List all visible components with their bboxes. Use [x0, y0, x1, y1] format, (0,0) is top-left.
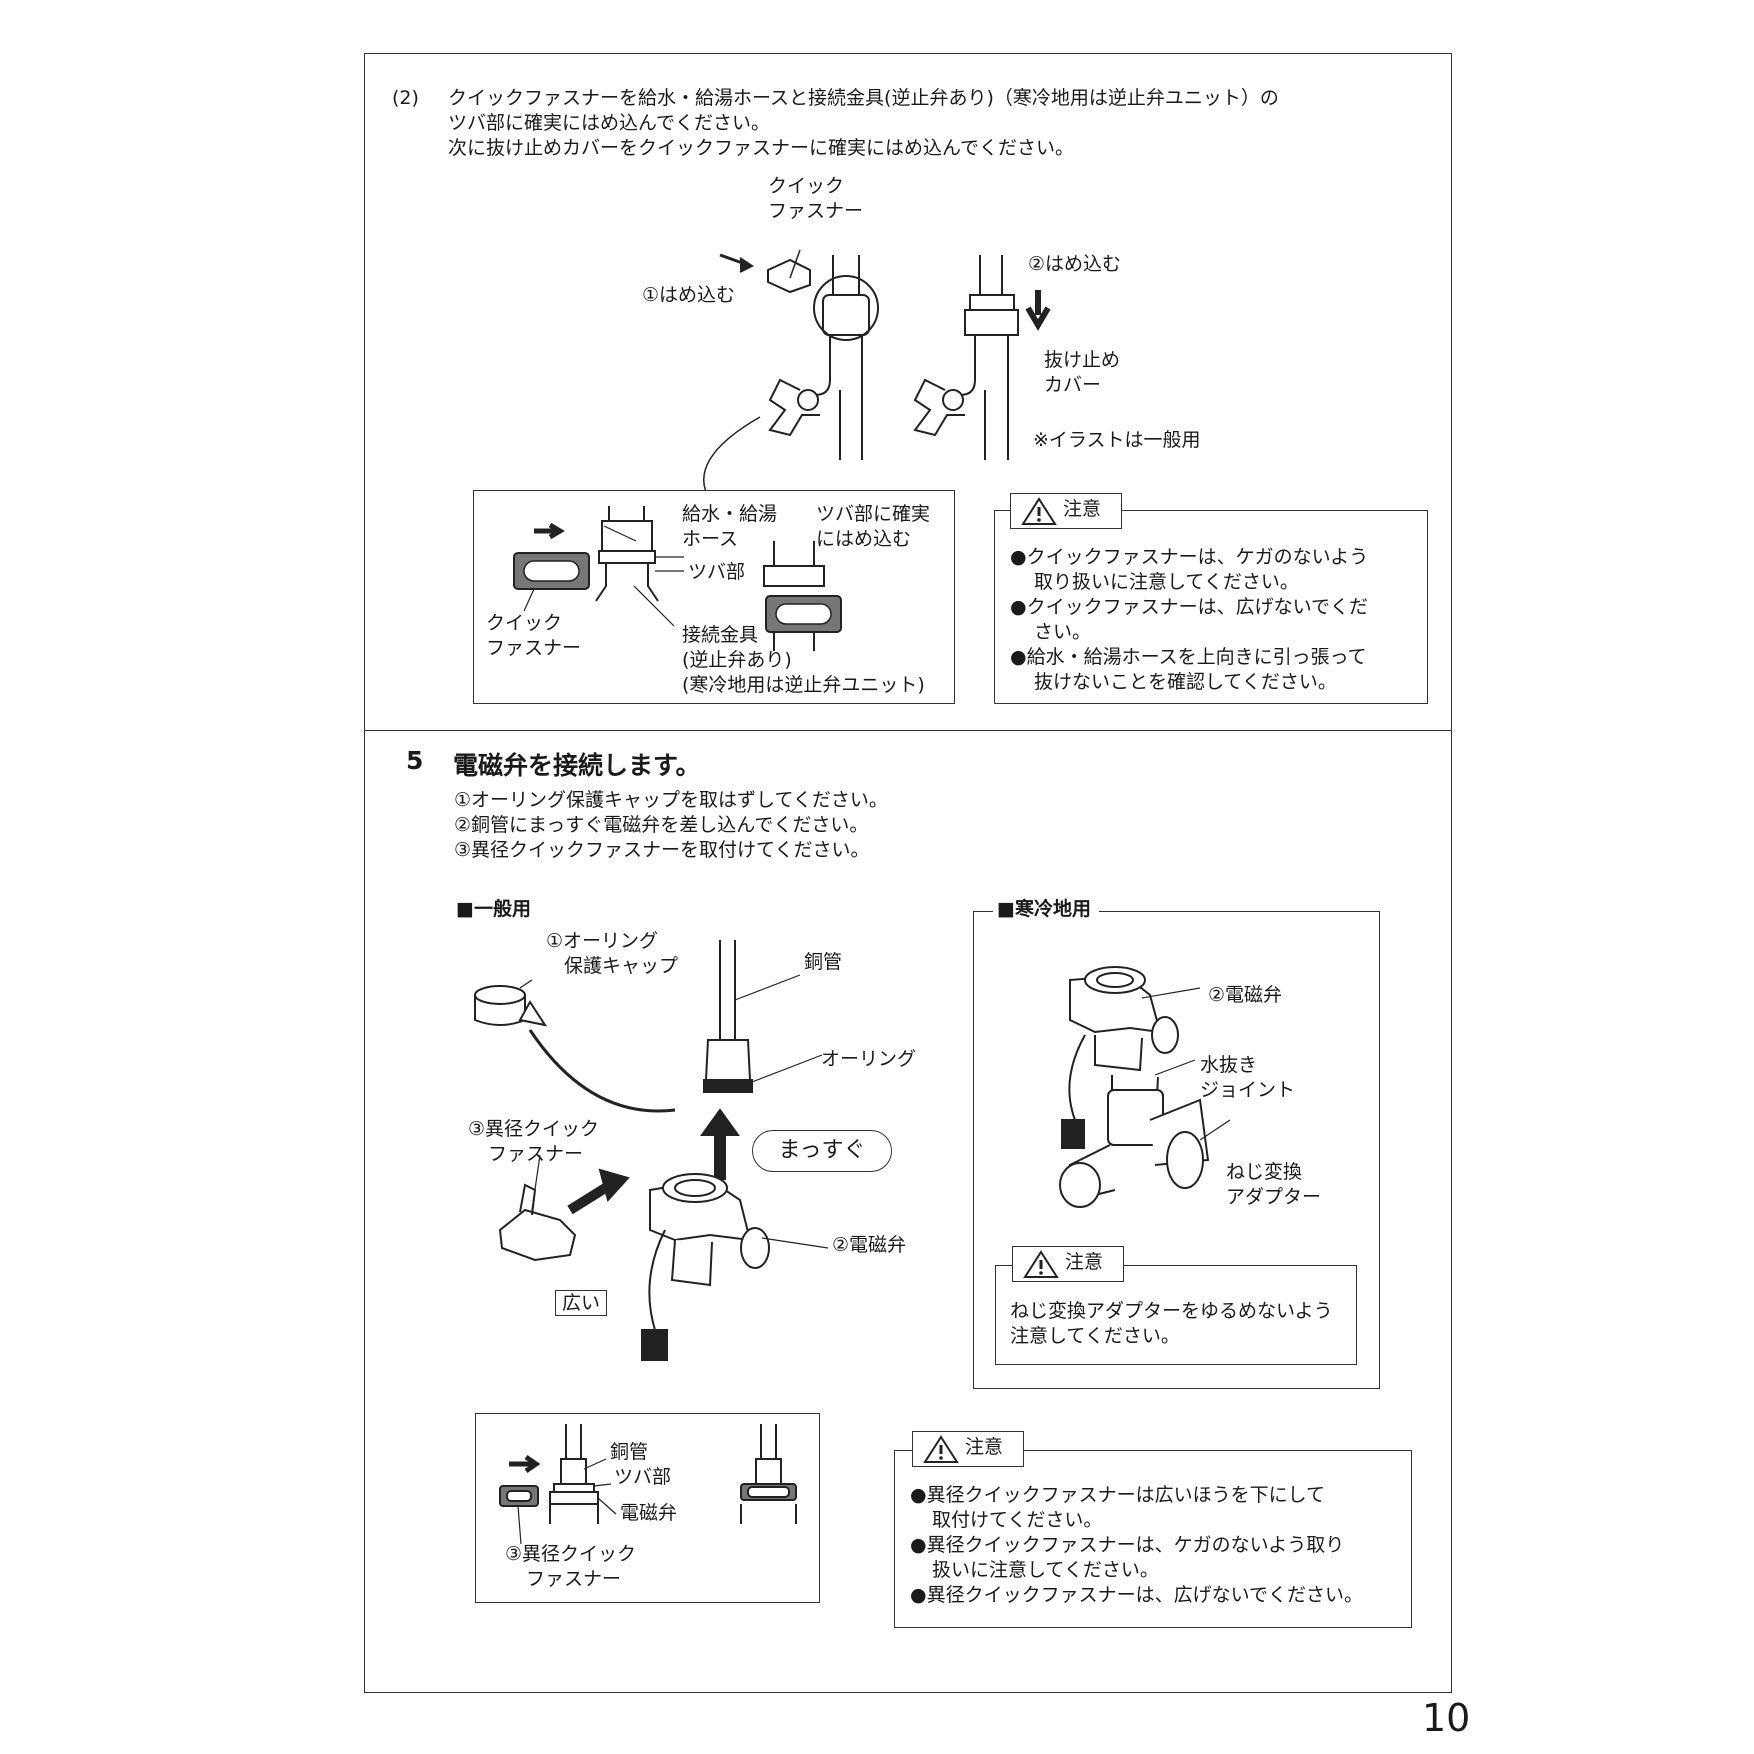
- fitting-label: 接続金具: [682, 624, 759, 646]
- fastener-label: ファスナー: [526, 1568, 622, 1590]
- fastener-label: ③異径クイック: [468, 1118, 600, 1140]
- instruction-line: ツバ部に確実にはめ込んでください。: [448, 112, 771, 134]
- warning-icon: [1023, 1250, 1059, 1278]
- fastener-detail-drawing: [513, 506, 842, 651]
- caution-line: 抜けないことを確認してください。: [1034, 671, 1337, 693]
- fastener-detail-drawing: [499, 1424, 797, 1545]
- cover-label: 抜け止め: [1044, 349, 1121, 371]
- instruction-line: クイックファスナーを給水・給湯ホースと接続金具(逆止弁あり)（寒冷地用は逆止弁ユ…: [448, 87, 1279, 109]
- caution-line: 注意してください。: [1010, 1325, 1180, 1347]
- cold-valve-label: ②電磁弁: [1208, 984, 1283, 1006]
- caution-line: ねじ変換アダプターをゆるめないよう: [1010, 1300, 1333, 1322]
- caution-title: 注意: [1063, 498, 1102, 520]
- caution-header: 注意: [1012, 1246, 1124, 1282]
- drain-joint-label: 水抜き: [1200, 1054, 1258, 1076]
- caution-line: 扱いに注意してください。: [932, 1559, 1159, 1581]
- caution-line: ●異径クイックファスナーは、広げないでください。: [910, 1584, 1364, 1606]
- step-number: (2): [392, 87, 419, 109]
- fastener-detail-box: [475, 1413, 820, 1603]
- caution-line: ●クイックファスナーは、広げないでくだ: [1010, 596, 1369, 618]
- tsuba-label: ツバ部: [614, 1466, 672, 1488]
- page-number: 10: [1422, 1696, 1471, 1740]
- warning-icon: [1021, 497, 1057, 525]
- tsuba-label: ツバ部: [688, 561, 746, 583]
- caution-line: 取り扱いに注意してください。: [1034, 571, 1299, 593]
- faucet-illustration: [703, 249, 1051, 501]
- valve-label: 電磁弁: [620, 1502, 678, 1524]
- fitting-label: (逆止弁あり): [682, 649, 792, 671]
- cap-label: ①オーリング: [546, 930, 659, 952]
- cap-label: 保護キャップ: [564, 955, 679, 977]
- general-valve-illustration: [474, 940, 829, 1361]
- instruction-line: 次に抜け止めカバーをクイックファスナーに確実にはめ込んでください。: [448, 137, 1075, 159]
- caution-line: ●異径クイックファスナーは広いほうを下にして: [910, 1484, 1326, 1506]
- cold-valve-illustration: [1059, 966, 1231, 1208]
- step2-label: ②はめ込む: [1028, 253, 1122, 275]
- hose-label: ホース: [682, 528, 739, 550]
- wide-label: 広い: [555, 1290, 608, 1316]
- quick-fastener-label: ファスナー: [768, 200, 864, 222]
- caution-line: さい。: [1034, 621, 1092, 643]
- caution-header: 注意: [1010, 493, 1122, 529]
- straight-label: まっすぐ: [752, 1130, 892, 1172]
- warning-icon: [923, 1435, 959, 1463]
- cover-label: カバー: [1044, 374, 1102, 396]
- caution-line: ●異径クイックファスナーは、ケガのないよう取り: [910, 1534, 1345, 1556]
- copper-pipe-label: 銅管: [610, 1441, 649, 1463]
- instruction-line: ③異径クイックファスナーを取付けてください。: [454, 839, 870, 861]
- insert-label: にはめ込む: [816, 528, 912, 550]
- oring-label: オーリング: [821, 1048, 917, 1070]
- caution-line: ●給水・給湯ホースを上向きに引っ張って: [1010, 646, 1367, 668]
- instruction-line: ②銅管にまっすぐ電磁弁を差し込んでください。: [454, 814, 869, 836]
- fastener-label: ファスナー: [488, 1143, 584, 1165]
- instruction-line: ①オーリング保護キャップを取はずしてください。: [454, 789, 888, 811]
- caution-title: 注意: [965, 1436, 1004, 1458]
- general-use-label: ■一般用: [456, 898, 531, 920]
- caution-line: 取付けてください。: [932, 1509, 1103, 1531]
- step-title: 電磁弁を接続します。: [453, 751, 701, 780]
- adapter-label: アダプター: [1226, 1186, 1322, 1208]
- step1-label: ①はめ込む: [642, 284, 736, 306]
- caution-box: [894, 1450, 1412, 1628]
- caution-line: ●クイックファスナーは、ケガのないよう: [1010, 546, 1369, 568]
- step-number: 5: [406, 746, 424, 775]
- page-frame: [364, 53, 1452, 1693]
- insert-label: ツバ部に確実: [816, 503, 931, 525]
- illustration-note: ※イラストは一般用: [1033, 429, 1201, 451]
- drain-joint-label: ジョイント: [1200, 1079, 1296, 1101]
- caution-header: 注意: [912, 1431, 1024, 1467]
- adapter-label: ねじ変換: [1226, 1161, 1303, 1183]
- hose-label: 給水・給湯: [682, 503, 778, 525]
- fastener-label: ファスナー: [486, 637, 582, 659]
- fitting-label: (寒冷地用は逆止弁ユニット): [682, 674, 925, 696]
- section-divider: [364, 730, 1452, 731]
- fastener-label: クイック: [486, 612, 563, 634]
- caution-title: 注意: [1065, 1251, 1104, 1273]
- caution-box: [994, 510, 1428, 704]
- valve-label: ②電磁弁: [832, 1234, 907, 1256]
- quick-fastener-label: クイック: [768, 175, 845, 197]
- cold-region-label: ■寒冷地用: [993, 897, 1099, 922]
- fastener-label: ③異径クイック: [505, 1543, 637, 1565]
- copper-pipe-label: 銅管: [804, 951, 843, 973]
